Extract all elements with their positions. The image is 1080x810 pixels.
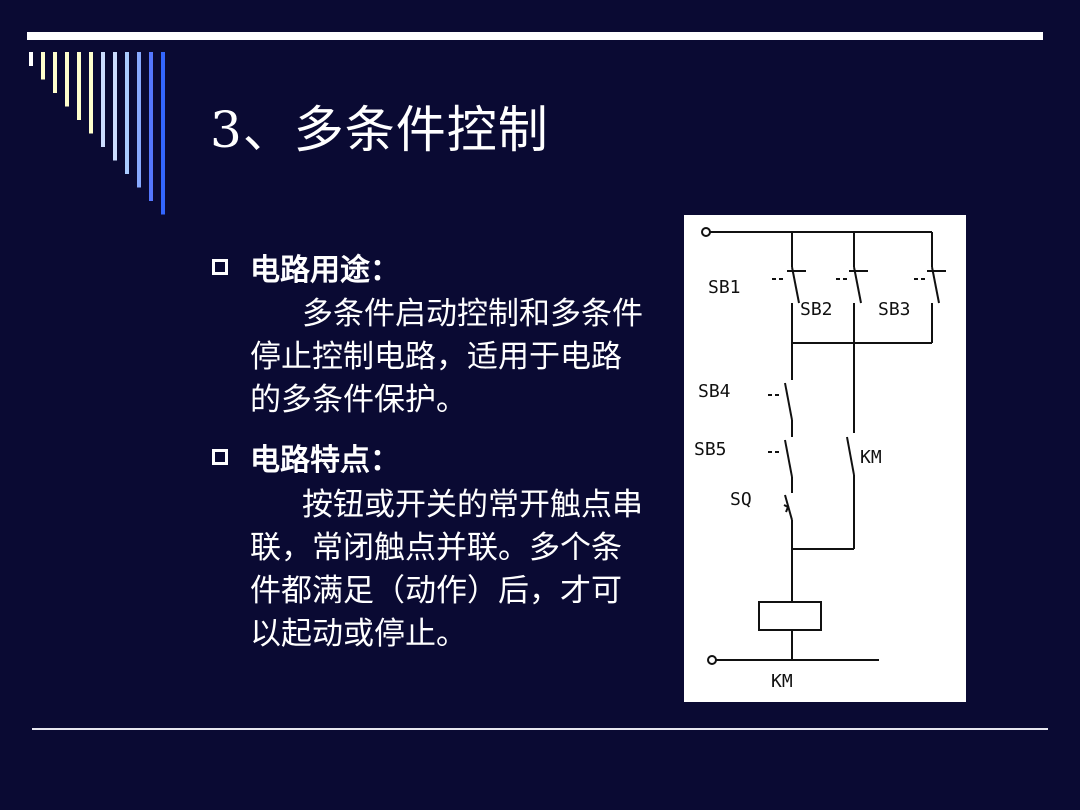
usage-text: 多条件启动控制和多条件停止控制电路，适用于电路的多条件保护。 — [250, 296, 643, 418]
sb2-label: SB2 — [800, 299, 833, 320]
top-rule — [27, 32, 1043, 40]
stripe-bar — [113, 52, 117, 161]
stripe-bar — [137, 52, 141, 188]
slide-title: 3、多条件控制 — [210, 101, 549, 159]
sb3-contact — [931, 266, 940, 304]
stripe-bar — [101, 52, 105, 147]
sq-label: SQ — [730, 489, 752, 510]
sb4-label: SB4 — [698, 381, 731, 402]
circuit-svg: SB1 SB2 SB3 SB4 SB5 SQ KM KM — [694, 227, 946, 692]
usage-heading: 电路用途： — [250, 253, 400, 288]
stripe-bar — [65, 52, 69, 107]
sb3-label: SB3 — [878, 299, 911, 320]
km-coil-label: KM — [771, 671, 793, 692]
km-aux-contact — [846, 436, 855, 476]
square-bullet-icon — [212, 259, 228, 275]
bottom-rule — [32, 728, 1048, 730]
stripe-bar — [161, 52, 165, 215]
bottom-terminal — [707, 655, 717, 665]
sb4-contact — [784, 382, 793, 421]
stripe-bar — [89, 52, 93, 134]
stripe-bar — [29, 52, 33, 66]
sb1-label: SB1 — [708, 277, 741, 298]
sb1-contact — [791, 266, 800, 304]
stripe-bar — [41, 52, 45, 80]
decorative-stripes — [29, 52, 165, 215]
bullet-features: 电路特点： — [212, 435, 400, 479]
top-terminal — [701, 227, 711, 237]
stripe-bar — [53, 52, 57, 93]
features-text: 按钮或开关的常开触点串联，常闭触点并联。多个条件都满足（动作）后，才可以起动或停… — [250, 487, 643, 652]
sb5-label: SB5 — [694, 439, 727, 460]
square-bullet-icon — [212, 449, 228, 465]
bullet-usage: 电路用途： — [212, 245, 400, 289]
sb5-contact — [784, 439, 793, 478]
circuit-diagram: SB1 SB2 SB3 SB4 SB5 SQ KM KM — [684, 215, 966, 702]
stripe-bar — [125, 52, 129, 174]
km-contact-label: KM — [860, 447, 882, 468]
stripe-bar — [149, 52, 153, 201]
features-heading: 电路特点： — [250, 443, 400, 478]
sb2-contact — [853, 266, 862, 304]
stripe-bar — [77, 52, 81, 120]
km-coil — [758, 601, 822, 631]
